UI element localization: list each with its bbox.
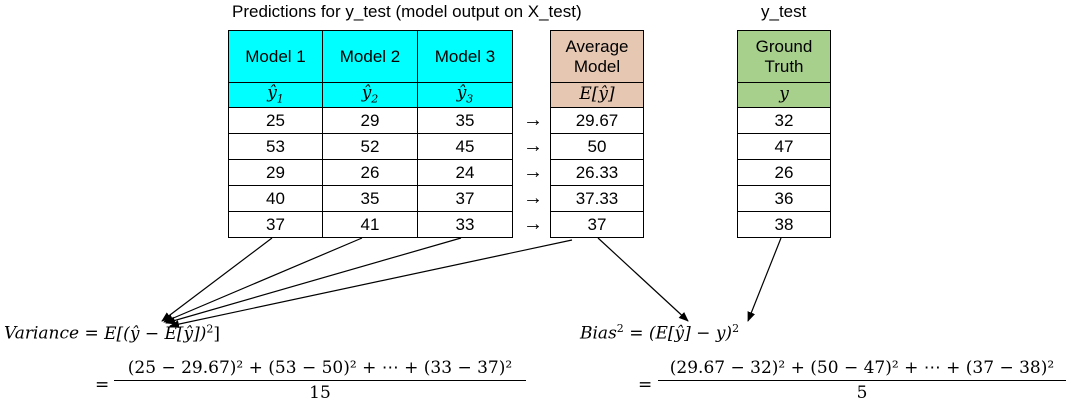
header-line: Ground xyxy=(755,36,813,56)
connector-model1 xyxy=(161,237,273,322)
arrow-right-icon: → xyxy=(523,161,543,183)
table-cell: 26 xyxy=(322,159,418,186)
connector-average-bias xyxy=(597,237,689,322)
symbol-subscript: 3 xyxy=(466,92,474,106)
table-cell: 40 xyxy=(228,185,323,212)
table-row: 26.33 xyxy=(550,159,644,186)
table-row: 37 xyxy=(550,211,644,238)
bias-lhs-exponent: 2 xyxy=(616,322,624,335)
table-row: 36 xyxy=(737,185,831,212)
connector-model3 xyxy=(165,237,462,325)
model-2-header: Model 2 xyxy=(322,30,418,83)
arrow-right-icon: → xyxy=(523,187,543,209)
symbol-y-hat: ŷ xyxy=(456,82,467,103)
table-cell: 41 xyxy=(322,211,418,238)
model-1-header: Model 1 xyxy=(228,30,323,83)
model-2-symbol: ŷ2 xyxy=(322,82,418,108)
bias-lhs: Bias xyxy=(580,323,617,344)
bias-fraction: (29.67 − 32)² + (50 − 47)² + ⋯ + (37 − 3… xyxy=(658,358,1066,403)
table-cell: 37 xyxy=(228,211,323,238)
table-row: 38 xyxy=(737,211,831,238)
header-line: Model xyxy=(573,56,621,76)
table-row: 47 xyxy=(737,133,831,160)
table-cell: 38 xyxy=(737,211,831,238)
model-3-header: Model 3 xyxy=(417,30,513,83)
table-cell: 47 xyxy=(737,133,831,160)
table-cell: 29 xyxy=(228,159,323,186)
bias-numerator: (29.67 − 32)² + (50 − 47)² + ⋯ + (37 − 3… xyxy=(669,358,1055,378)
table-cell: 50 xyxy=(550,133,644,160)
bias-rhs: = (E[ŷ] − y) xyxy=(629,323,733,344)
variance-fraction: (25 − 29.67)² + (53 − 50)² + ⋯ + (33 − 3… xyxy=(114,358,526,403)
model-1-symbol: ŷ1 xyxy=(228,82,323,108)
symbol-y-hat: ŷ xyxy=(361,82,372,103)
variance-rhs-exponent: 2 xyxy=(206,322,214,335)
model-3-symbol: ŷ3 xyxy=(417,82,513,108)
arrow-right-icon: → xyxy=(523,213,543,235)
arrow-right-icon: → xyxy=(523,109,543,131)
fraction-bar xyxy=(114,380,526,381)
variance-equals: = xyxy=(95,375,110,395)
variance-numerator: (25 − 29.67)² + (53 − 50)² + ⋯ + (33 − 3… xyxy=(127,358,513,378)
table-cell: 35 xyxy=(417,107,513,134)
variance-definition: Variance = E[(ŷ − E[ŷ])2] xyxy=(4,322,220,344)
connector-truth-bias xyxy=(747,237,782,322)
table-row: 50 xyxy=(550,133,644,160)
symbol-y-hat: ŷ xyxy=(267,82,277,103)
variance-lhs: Variance = xyxy=(4,323,99,344)
table-row: 26 xyxy=(737,159,831,186)
table-cell: 36 xyxy=(737,185,831,212)
table-cell: 25 xyxy=(228,107,323,134)
variance-rhs-close: ] xyxy=(213,323,221,344)
table-cell: 37.33 xyxy=(550,185,644,212)
variance-rhs-body: E[(ŷ − E[ŷ]) xyxy=(104,323,207,344)
bias-definition: Bias2 = (E[ŷ] − y)2 xyxy=(580,322,739,344)
symbol-subscript: 1 xyxy=(276,92,284,106)
models-header-row: Model 1 Model 2 Model 3 xyxy=(228,30,513,83)
fraction-bar xyxy=(658,380,1066,381)
connector-average-variance xyxy=(169,239,573,329)
average-symbol-row: E[ŷ] xyxy=(550,82,644,108)
header-line: Truth xyxy=(764,56,804,76)
connector-model2 xyxy=(163,237,363,323)
bias-rhs-exponent: 2 xyxy=(732,322,740,335)
variance-rhs: E[(ŷ − E[ŷ])2] xyxy=(104,322,221,344)
symbol-subscript: 2 xyxy=(371,92,379,106)
table-cell: 33 xyxy=(417,211,513,238)
table-row: 37.33 xyxy=(550,185,644,212)
predictions-caption: Predictions for y_test (model output on … xyxy=(232,2,582,21)
table-cell: 26.33 xyxy=(550,159,644,186)
bias-equals: = xyxy=(638,375,653,395)
table-cell: 45 xyxy=(417,133,513,160)
table-cell: 53 xyxy=(228,133,323,160)
average-symbol: E[ŷ] xyxy=(550,82,644,108)
header-line: Average xyxy=(565,36,629,56)
table-cell: 37 xyxy=(550,211,644,238)
ytest-caption: y_test xyxy=(761,2,807,21)
variance-denominator: 15 xyxy=(309,383,331,403)
bias-denominator: 5 xyxy=(856,383,868,403)
table-cell: 26 xyxy=(737,159,831,186)
models-symbol-row: ŷ1 ŷ2 ŷ3 xyxy=(228,82,513,108)
arrow-right-icon: → xyxy=(523,135,543,157)
